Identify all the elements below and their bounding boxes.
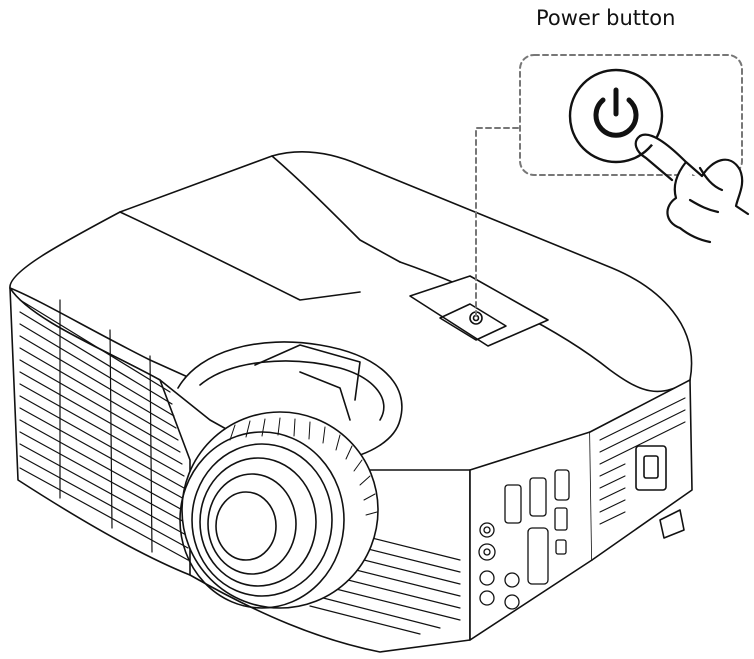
pointing-hand-icon [634, 133, 750, 244]
lens-icon [179, 411, 379, 609]
callout-box [519, 54, 743, 176]
power-socket [635, 445, 667, 491]
power-icon [568, 68, 664, 164]
callout-connector [475, 54, 743, 317]
io-ports [478, 469, 570, 610]
projector-icon [9, 151, 693, 653]
power-button-label: Power button [536, 6, 676, 30]
front-vent-grille [19, 299, 189, 561]
lens-housing [177, 341, 403, 461]
